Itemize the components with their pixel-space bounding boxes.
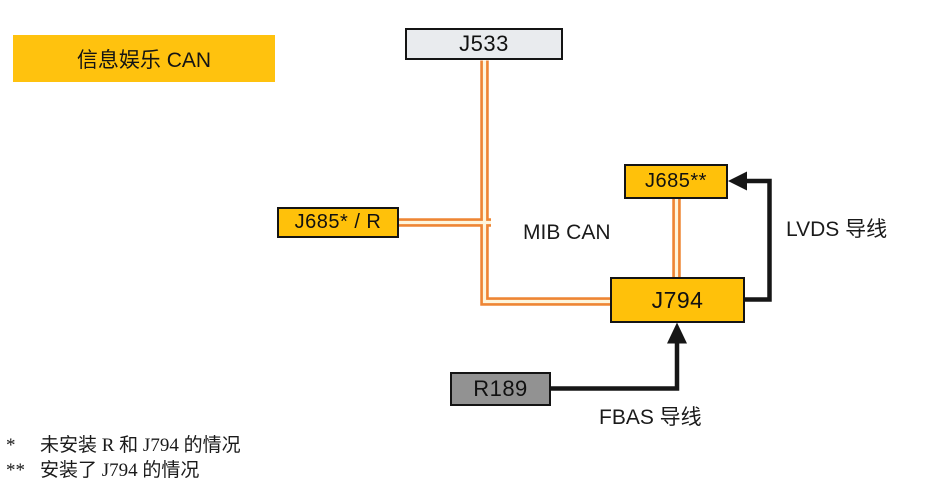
label-mib-can: MIB CAN bbox=[523, 221, 611, 244]
lvds-arrowhead-left bbox=[728, 171, 747, 191]
can-wire-j533-to-j794 bbox=[480, 60, 610, 306]
infotainment-can-banner: 信息娱乐 CAN bbox=[13, 35, 275, 82]
lvds-wire bbox=[728, 171, 772, 302]
node-j533: J533 bbox=[405, 28, 563, 60]
fbas-wire bbox=[550, 322, 687, 391]
can-wire-gap-overlay bbox=[482, 60, 610, 304]
node-j685-star-r: J685* / R bbox=[277, 207, 399, 238]
label-fbas-wire: FBAS 导线 bbox=[599, 406, 702, 429]
label-lvds-wire: LVDS 导线 bbox=[786, 218, 888, 241]
footnote-marker: ** bbox=[6, 460, 25, 481]
lvds-wire-path bbox=[744, 178, 772, 302]
node-j685-doublestar: J685** bbox=[624, 164, 728, 199]
fbas-arrowhead-up bbox=[667, 322, 687, 344]
node-j794: J794 bbox=[610, 277, 745, 323]
footnote-text: 安装了 J794 的情况 bbox=[40, 460, 200, 481]
footnote-double-star: ** 安装了 J794 的情况 bbox=[6, 458, 241, 483]
footnote-text: 未安装 R 和 J794 的情况 bbox=[40, 435, 241, 456]
footnotes: * 未安装 R 和 J794 的情况 ** 安装了 J794 的情况 bbox=[6, 433, 241, 483]
can-bus-wires bbox=[398, 60, 681, 306]
footnote-single-star: * 未安装 R 和 J794 的情况 bbox=[6, 433, 241, 458]
node-r189: R189 bbox=[450, 372, 551, 406]
footnote-marker: * bbox=[6, 435, 16, 456]
fbas-wire-path bbox=[550, 340, 680, 391]
